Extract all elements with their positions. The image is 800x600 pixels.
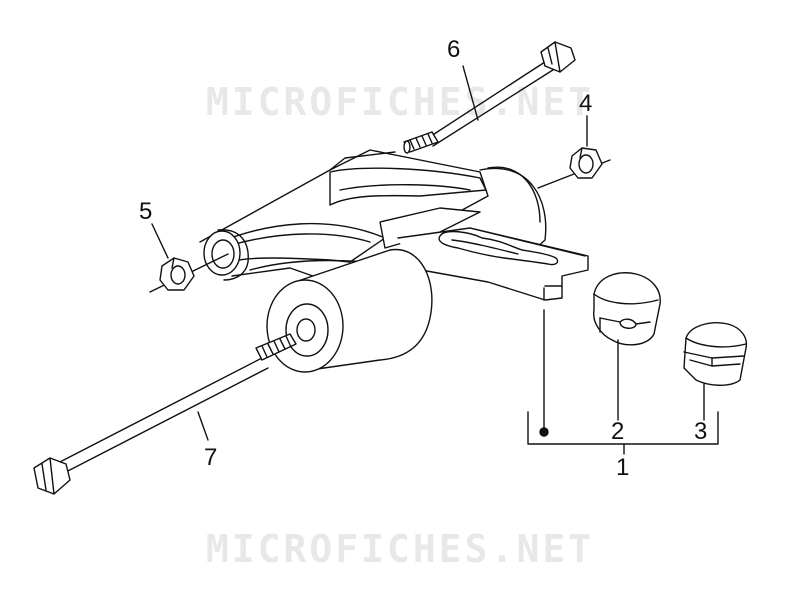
watermark-top: MICROFICHES.NET xyxy=(205,80,595,124)
bolt-lower-part-7 xyxy=(33,333,297,495)
bolt-upper-part-6 xyxy=(403,41,576,154)
callout-7: 7 xyxy=(204,444,218,471)
callout-3: 3 xyxy=(694,418,708,445)
callout-4: 4 xyxy=(579,90,593,117)
watermark-bottom: MICROFICHES.NET xyxy=(205,527,595,571)
leader-lines xyxy=(151,65,719,455)
callout-1: 1 xyxy=(616,454,630,481)
clip-part-3 xyxy=(683,322,748,386)
callout-6: 6 xyxy=(447,36,461,63)
bushing-part-2 xyxy=(593,272,661,346)
callout-5: 5 xyxy=(139,198,153,225)
swing-arm-body xyxy=(199,149,589,301)
nut-part-4 xyxy=(537,147,611,189)
nut-part-5 xyxy=(149,253,229,293)
callout-2: 2 xyxy=(611,418,625,445)
